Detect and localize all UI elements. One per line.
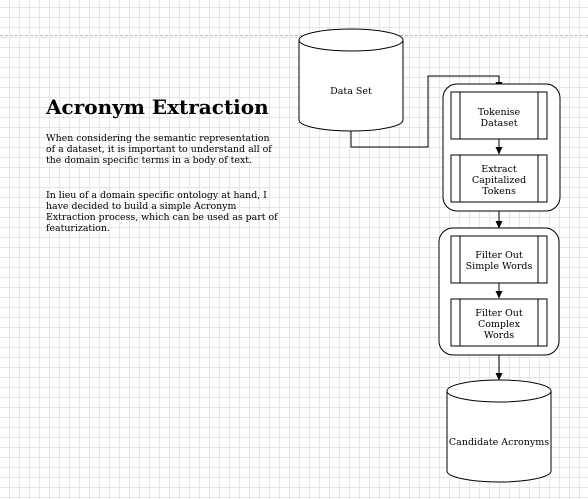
extract-label-line2: Capitalized [472, 175, 526, 186]
page-break-line [0, 35, 588, 36]
approach-paragraph: In lieu of a domain specific ontology at… [46, 190, 278, 234]
intro-paragraph: When considering the semantic representa… [46, 133, 272, 166]
extract-label-line1: Extract [481, 164, 517, 175]
candidate-acronyms-cylinder[interactable]: Candidate Acronyms [446, 379, 552, 483]
filter-complex-words-process[interactable]: Filter Out Complex Words [450, 298, 548, 347]
tokenise-dataset-process[interactable]: Tokenise Dataset [450, 91, 548, 140]
extract-label-line3: Tokens [482, 186, 516, 197]
candidate-acronyms-label: Candidate Acronyms [449, 437, 549, 448]
filter-simple-words-process[interactable]: Filter Out Simple Words [450, 235, 548, 284]
complex-label-line3: Words [484, 330, 514, 341]
document-title: Acronym Extraction [46, 95, 269, 119]
connector-dataset-to-tokenise [350, 75, 503, 148]
complex-label-line2: Complex [478, 319, 521, 330]
extract-capitalized-tokens-process[interactable]: Extract Capitalized Tokens [450, 154, 548, 203]
data-set-cylinder[interactable]: Data Set [298, 28, 404, 132]
simple-label-line2: Simple Words [466, 261, 533, 272]
tokenise-label-line1: Tokenise [478, 107, 521, 118]
complex-label-line1: Filter Out [475, 308, 523, 319]
tokenise-label-line2: Dataset [480, 118, 517, 129]
simple-label-line1: Filter Out [475, 250, 523, 261]
data-set-label: Data Set [330, 86, 372, 97]
